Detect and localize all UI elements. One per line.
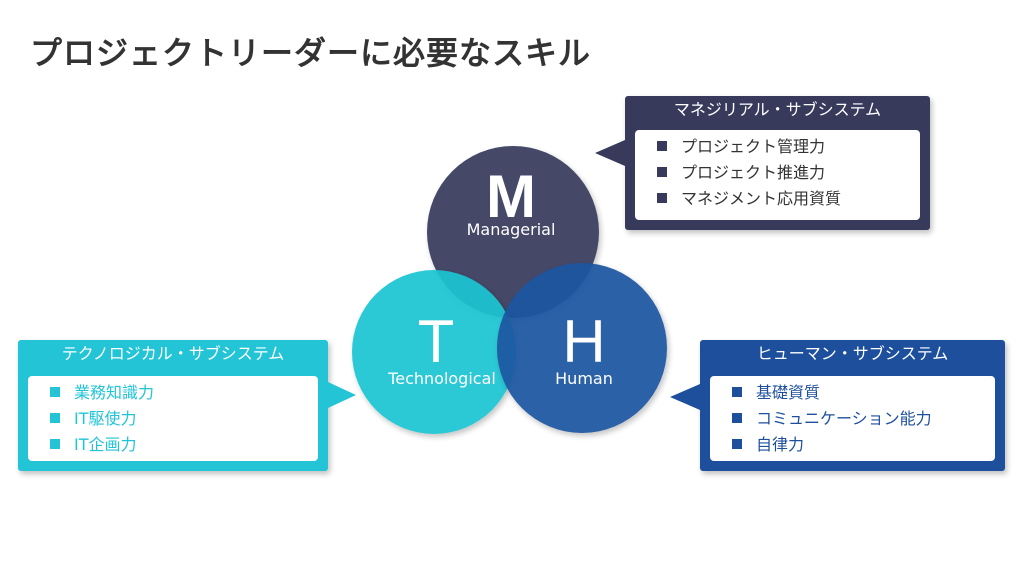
list-item: プロジェクト管理力 (657, 134, 920, 160)
circle-technological: T Technological (352, 270, 516, 434)
circle-technological-shape (352, 270, 516, 434)
square-bullet-icon (50, 387, 60, 397)
list-item: 自律力 (732, 432, 995, 458)
circle-human: H Human (497, 263, 667, 433)
callout-human-list: 基礎資質 コミュニケーション能力 自律力 (710, 376, 995, 458)
callout-technological: テクノロジカル・サブシステム 業務知識力 IT駆使力 IT企画力 (18, 340, 356, 471)
label-managerial: Managerial (467, 220, 556, 239)
list-item-text: コミュニケーション能力 (756, 409, 932, 428)
label-human: Human (555, 369, 613, 388)
square-bullet-icon (657, 141, 667, 151)
callout-human-pointer (670, 384, 700, 410)
callout-human-title: ヒューマン・サブシステム (756, 344, 949, 363)
list-item-text: 自律力 (756, 435, 805, 454)
callout-managerial: マネジリアル・サブシステム プロジェクト管理力 プロジェクト推進力 マネジメント… (595, 96, 930, 230)
callout-managerial-title: マネジリアル・サブシステム (673, 100, 882, 119)
square-bullet-icon (732, 387, 742, 397)
list-item-text: マネジメント応用資質 (681, 189, 842, 208)
list-item: 業務知識力 (50, 380, 318, 406)
square-bullet-icon (657, 167, 667, 177)
list-item-text: 業務知識力 (74, 383, 155, 402)
square-bullet-icon (50, 439, 60, 449)
circle-human-shape (497, 263, 667, 433)
label-technological: Technological (387, 369, 496, 388)
square-bullet-icon (657, 193, 667, 203)
callout-technological-title: テクノロジカル・サブシステム (61, 344, 285, 363)
callout-managerial-list: プロジェクト管理力 プロジェクト推進力 マネジメント応用資質 (635, 130, 920, 212)
letter-h: H (562, 308, 605, 375)
square-bullet-icon (732, 413, 742, 423)
page-title: プロジェクトリーダーに必要なスキル (30, 34, 592, 72)
square-bullet-icon (732, 439, 742, 449)
callout-human: ヒューマン・サブシステム 基礎資質 コミュニケーション能力 自律力 (670, 340, 1005, 471)
list-item-text: 基礎資質 (756, 383, 821, 402)
list-item: マネジメント応用資質 (657, 186, 920, 212)
list-item: プロジェクト推進力 (657, 160, 920, 186)
list-item-text: IT駆使力 (74, 409, 137, 428)
callout-technological-list-box: 業務知識力 IT駆使力 IT企画力 (28, 376, 318, 461)
list-item: 基礎資質 (732, 380, 995, 406)
list-item: IT駆使力 (50, 406, 318, 432)
list-item-text: プロジェクト管理力 (681, 137, 826, 156)
callout-technological-pointer (328, 382, 356, 408)
callout-human-list-box: 基礎資質 コミュニケーション能力 自律力 (710, 376, 995, 461)
square-bullet-icon (50, 413, 60, 423)
list-item: コミュニケーション能力 (732, 406, 995, 432)
callout-managerial-pointer (595, 140, 625, 166)
letter-t: T (418, 308, 455, 375)
list-item-text: IT企画力 (74, 435, 137, 454)
callout-technological-list: 業務知識力 IT駆使力 IT企画力 (28, 376, 318, 458)
list-item-text: プロジェクト推進力 (681, 163, 826, 182)
letter-m: M (486, 163, 536, 230)
list-item: IT企画力 (50, 432, 318, 458)
callout-managerial-list-box: プロジェクト管理力 プロジェクト推進力 マネジメント応用資質 (635, 130, 920, 220)
